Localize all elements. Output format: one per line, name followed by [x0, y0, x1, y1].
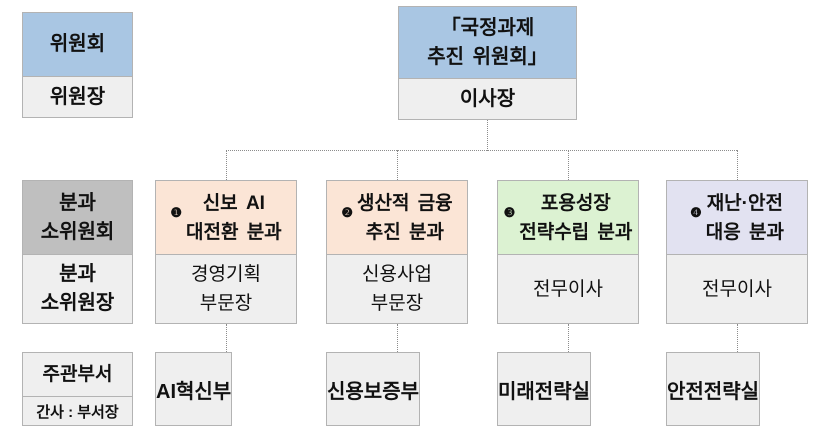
department-box-2: 신용보증부 [326, 352, 420, 426]
connector-dept-2 [397, 324, 398, 352]
connector-horizontal [226, 150, 737, 151]
circled-number-1-icon: ❶ [170, 205, 182, 220]
connector-drop-3 [568, 150, 569, 180]
department-2-name: 신용보증부 [327, 380, 419, 403]
connector-dept-1 [226, 324, 227, 352]
connector-drop-1 [226, 150, 227, 180]
department-4-name: 안전전략실 [667, 380, 759, 403]
committee-label-box: 위원회 위원장 [22, 12, 133, 118]
department-label-header: 주관부서 [23, 353, 132, 396]
connector-trunk [487, 120, 488, 151]
committee-box-title: 「국정과제 추진 위원회」 [399, 7, 576, 78]
subcommittee-label-body: 분과 소위원장 [23, 254, 132, 323]
circled-number-2-icon: ❷ [341, 205, 353, 220]
department-box-3: 미래전략실 [497, 352, 591, 426]
connector-drop-2 [397, 150, 398, 180]
connector-dept-3 [568, 324, 569, 352]
subcommittee-1-chair: 경영기획 부문장 [156, 254, 296, 323]
subcommittee-1-title-text: 신보 AI 대전환 분과 [185, 192, 282, 243]
subcommittee-label-header: 분과 소위원회 [23, 181, 132, 254]
committee-box-chair: 이사장 [399, 78, 576, 119]
subcommittee-4-chair: 전무이사 [667, 254, 807, 323]
subcommittee-4-title-text: 재난·안전 대응 분과 [705, 192, 784, 243]
connector-dept-4 [737, 324, 738, 352]
connector-drop-4 [737, 150, 738, 180]
department-box-1: AI혁신부 [155, 352, 233, 426]
department-label-sub: 간사 : 부서장 [23, 396, 132, 425]
department-1-name: AI혁신부 [156, 380, 232, 403]
subcommittee-3-title-text: 포용성장 전략수립 분과 [519, 192, 633, 243]
department-3-name: 미래전략실 [498, 380, 590, 403]
subcommittee-3-chair: 전무이사 [498, 254, 638, 323]
committee-box: 「국정과제 추진 위원회」 이사장 [398, 6, 577, 120]
committee-label-body: 위원장 [23, 76, 132, 117]
subcommittee-label-box: 분과 소위원회 분과 소위원장 [22, 180, 133, 324]
subcommittee-2-chair: 신용사업 부문장 [327, 254, 467, 323]
circled-number-3-icon: ❸ [503, 205, 516, 220]
circled-number-4-icon: ❹ [690, 205, 702, 220]
subcommittee-2-title-text: 생산적 금융 추진 분과 [356, 192, 453, 243]
department-label-box: 주관부서 간사 : 부서장 [22, 352, 133, 426]
department-box-4: 안전전략실 [666, 352, 760, 426]
committee-label-header: 위원회 [23, 13, 132, 76]
